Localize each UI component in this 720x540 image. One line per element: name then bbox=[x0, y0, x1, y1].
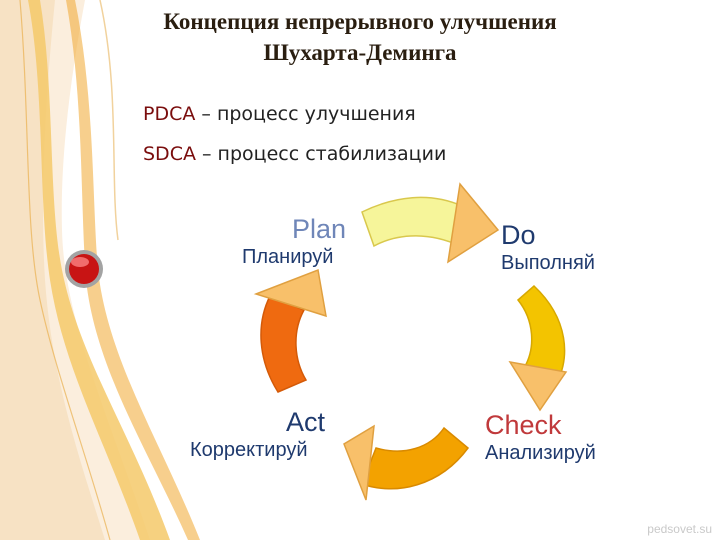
definition-sdca-key: SDCA bbox=[143, 143, 196, 165]
watermark: pedsovet.su bbox=[647, 522, 712, 536]
arrow-plan-to-do bbox=[361, 196, 463, 248]
stage-plan-ru: Планируй bbox=[242, 246, 334, 268]
bullet-icon bbox=[65, 250, 103, 288]
stage-act-ru: Корректируй bbox=[190, 439, 308, 461]
title-line-1: Концепция непрерывного улучшения bbox=[163, 9, 557, 34]
stage-check: Check Анализируй bbox=[485, 410, 596, 466]
stage-plan: Plan Планируй bbox=[242, 214, 346, 270]
definition-pdca: PDCA – процесс улучшения bbox=[143, 103, 416, 125]
definition-sdca-text: – процесс стабилизации bbox=[195, 143, 447, 165]
stage-act: Act Корректируй bbox=[190, 407, 325, 463]
arrow-head-do-to-check bbox=[508, 360, 568, 412]
slide-title: Концепция непрерывного улучшения Шухарта… bbox=[90, 6, 630, 68]
definition-pdca-key: PDCA bbox=[143, 103, 196, 125]
stage-plan-en: Plan bbox=[292, 214, 347, 244]
stage-act-en: Act bbox=[286, 407, 326, 437]
stage-check-ru: Анализируй bbox=[485, 442, 596, 464]
stage-do: Do Выполняй bbox=[501, 220, 595, 276]
arrow-head-act-to-plan bbox=[253, 268, 327, 318]
arrow-head-plan-to-do bbox=[447, 182, 500, 264]
arrow-check-to-act bbox=[361, 426, 470, 490]
definition-pdca-text: – процесс улучшения bbox=[195, 103, 416, 125]
definition-sdca: SDCA – процесс стабилизации bbox=[143, 143, 446, 165]
stage-check-en: Check bbox=[485, 410, 562, 440]
stage-do-en: Do bbox=[501, 220, 536, 250]
title-line-2: Шухарта-Деминга bbox=[263, 40, 457, 65]
arrow-act-to-plan bbox=[260, 295, 308, 393]
arrow-head-check-to-act bbox=[343, 424, 375, 501]
stage-do-ru: Выполняй bbox=[501, 252, 595, 274]
